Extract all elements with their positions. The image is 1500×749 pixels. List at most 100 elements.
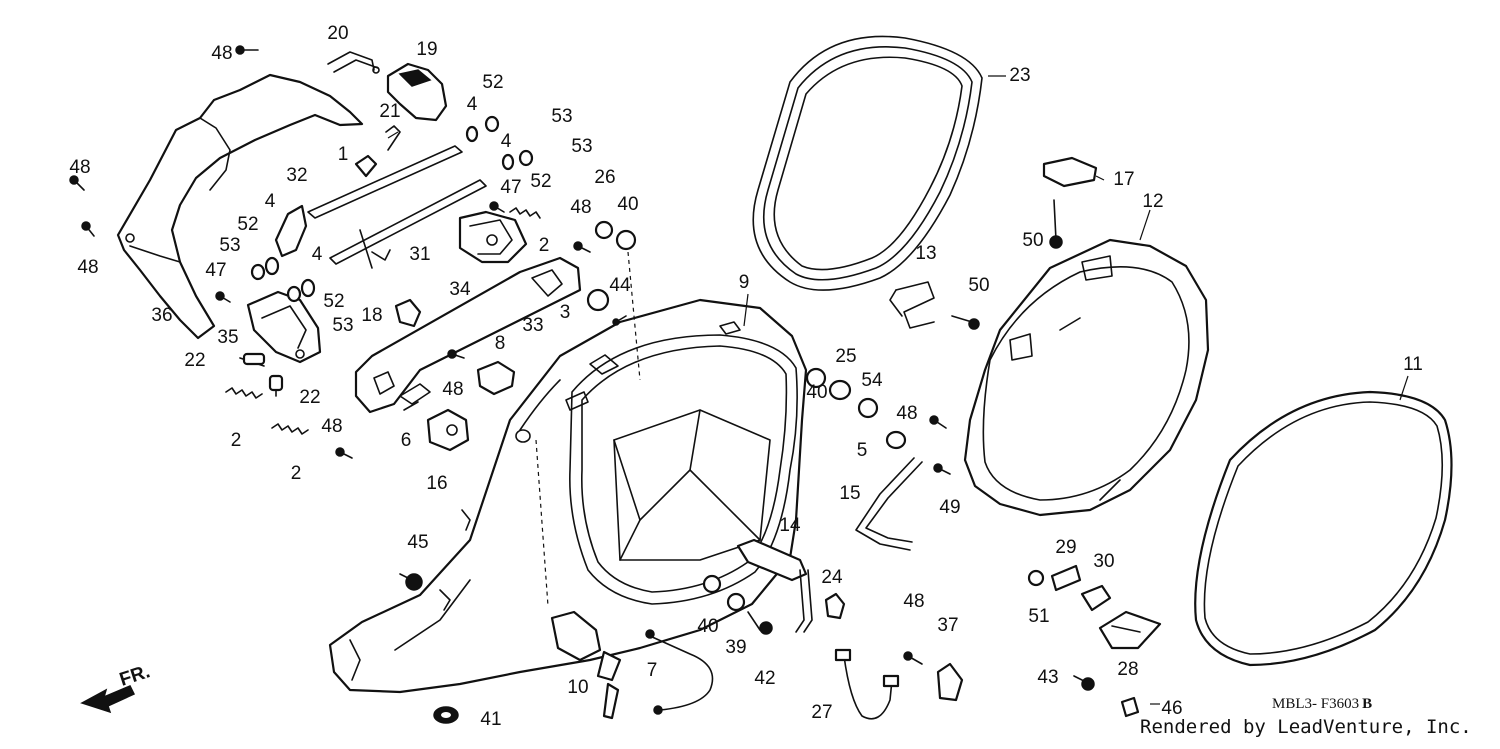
- callout-c40a: 40: [617, 194, 638, 215]
- handle-15: [855, 457, 923, 551]
- callout-c21: 21: [379, 101, 400, 122]
- callout-c32: 32: [286, 165, 307, 186]
- callout-c2a: 2: [539, 235, 550, 256]
- direction-label: FR.: [117, 661, 153, 690]
- callout-c41: 41: [480, 709, 501, 730]
- callout-c4d: 4: [312, 244, 323, 265]
- front-direction-arrow-icon: [80, 685, 136, 714]
- callout-c34: 34: [449, 279, 471, 300]
- callout-c48a: 48: [211, 43, 232, 64]
- callout-c30: 30: [1093, 551, 1114, 572]
- callout-c53d: 53: [332, 315, 353, 336]
- callout-c19: 19: [416, 39, 437, 60]
- callout-c24: 24: [821, 567, 843, 588]
- callout-c1: 1: [338, 144, 349, 165]
- handle-button-19: [386, 62, 448, 122]
- wire-27: [834, 648, 900, 720]
- callout-c17: 17: [1113, 169, 1134, 190]
- leader-lines: [387, 75, 1409, 705]
- callout-c13: 13: [915, 243, 936, 264]
- figure-code-prefix: MBL3- F3603: [1272, 696, 1360, 712]
- callout-c39: 39: [725, 637, 746, 658]
- callout-c22a: 22: [184, 350, 205, 371]
- hinge-bar-33: [354, 256, 582, 414]
- callout-c45: 45: [407, 532, 428, 553]
- callout-c48b: 48: [69, 157, 90, 178]
- outer-lid-cover: [1194, 390, 1453, 667]
- callout-c3: 3: [560, 302, 571, 323]
- callout-c54: 54: [861, 370, 883, 391]
- spring-clip-20: [327, 51, 380, 74]
- callout-c44: 44: [609, 275, 631, 296]
- clip-46: [1120, 696, 1140, 718]
- callout-c18: 18: [361, 305, 382, 326]
- callout-c5: 5: [857, 440, 868, 461]
- callout-c11: 11: [1403, 354, 1423, 375]
- callout-c4a: 4: [467, 94, 478, 115]
- callout-c52b: 52: [530, 171, 551, 192]
- lock-16: [426, 408, 470, 452]
- link-21: [385, 125, 401, 151]
- latch-assembly-35: [246, 290, 322, 364]
- callout-c15: 15: [839, 483, 860, 504]
- callout-c35: 35: [217, 327, 238, 348]
- part-37: [936, 662, 964, 702]
- callout-c46: 46: [1161, 698, 1182, 719]
- callout-c20: 20: [327, 23, 348, 44]
- callout-c25: 25: [835, 346, 856, 367]
- alignment-lines: [535, 251, 641, 607]
- screws: [69, 45, 1095, 691]
- credit-line: Rendered by LeadVenture, Inc.: [1140, 716, 1472, 738]
- figure-code-suffix: B: [1362, 696, 1373, 712]
- callout-c40c: 40: [697, 616, 718, 637]
- strap-13: [889, 281, 935, 329]
- callout-c48f: 48: [896, 403, 917, 424]
- grommet-41: [433, 706, 459, 724]
- callout-c53b: 53: [571, 136, 592, 157]
- callout-c2b: 2: [231, 430, 242, 451]
- callout-c16: 16: [426, 473, 447, 494]
- bracket-8: [476, 360, 516, 396]
- clip-24: [824, 592, 846, 620]
- link-1: [354, 154, 378, 178]
- callout-c10: 10: [567, 677, 588, 698]
- callout-c37: 37: [937, 615, 958, 636]
- callout-c36: 36: [151, 305, 172, 326]
- callout-c43: 43: [1037, 667, 1058, 688]
- gasket-seal: [752, 35, 983, 291]
- inner-liner: [963, 238, 1210, 517]
- callout-c49: 49: [939, 497, 960, 518]
- callout-c48h: 48: [903, 591, 924, 612]
- callout-c28: 28: [1117, 659, 1138, 680]
- bracket-30: [1080, 584, 1112, 612]
- lock-cylinder-10: [550, 610, 622, 720]
- callout-c6: 6: [401, 430, 412, 451]
- cable-7: [645, 629, 714, 715]
- inner-cover-panel: [116, 73, 364, 340]
- callout-c23: 23: [1009, 65, 1030, 86]
- callout-c7: 7: [647, 660, 658, 681]
- callout-c22b: 22: [299, 387, 320, 408]
- callout-c29: 29: [1055, 537, 1076, 558]
- callout-c26: 26: [594, 167, 615, 188]
- callout-c48e: 48: [442, 379, 463, 400]
- latch-assembly-34: [458, 210, 528, 264]
- hinge-arm-14: [736, 538, 813, 633]
- callout-c52c: 52: [237, 214, 258, 235]
- callout-c33: 33: [522, 315, 543, 336]
- latch-rod: [307, 145, 487, 269]
- callout-c27: 27: [811, 702, 832, 723]
- hinge-28: [1098, 610, 1162, 650]
- callout-c47b: 47: [205, 260, 226, 281]
- callout-c53c: 53: [219, 235, 240, 256]
- callout-c40b: 40: [806, 382, 827, 403]
- callout-c12: 12: [1142, 191, 1163, 212]
- callout-c14: 14: [779, 515, 801, 536]
- clip-17: [1042, 156, 1098, 188]
- callout-c9: 9: [739, 272, 750, 293]
- callout-c52d: 52: [323, 291, 344, 312]
- callout-c47a: 47: [500, 177, 521, 198]
